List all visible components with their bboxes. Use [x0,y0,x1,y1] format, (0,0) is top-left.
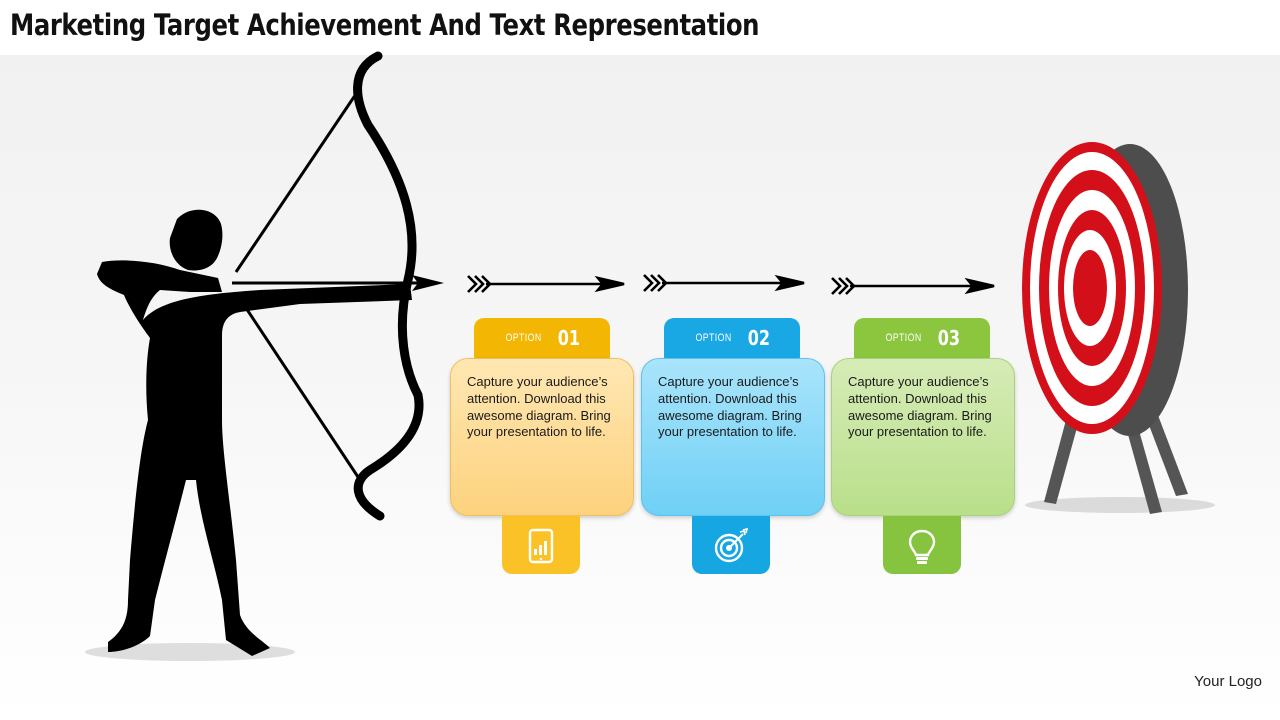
option-number: 02 [747,326,770,350]
bow-string-lower [242,304,362,481]
option-text-box-1: Capture your audience’s attention. Downl… [450,358,634,516]
lightbulb-icon [908,529,936,564]
target-shadow [1025,497,1215,513]
option-icon-tab-3 [883,516,961,574]
option-label: OPTION [886,332,923,344]
arrow-1 [467,275,625,293]
option-number: 01 [557,326,580,350]
arrow-head-main [412,275,444,291]
slide-title: Marketing Target Achievement And Text Re… [10,8,760,42]
option-label: OPTION [696,332,733,344]
target-stand [1044,410,1188,514]
phone-chart-icon [528,528,554,564]
option-text-box-3: Capture your audience’s attention. Downl… [831,358,1015,516]
option-icon-tab-2 [692,516,770,574]
option-text-box-2: Capture your audience’s attention. Downl… [641,358,825,516]
arrow-2 [643,274,805,292]
archer-silhouette [97,209,412,656]
target-board [1022,142,1188,436]
target-icon [714,527,749,563]
logo-placeholder: Your Logo [1194,673,1262,690]
option-number: 03 [937,326,960,350]
bow-limb [353,51,424,521]
option-label: OPTION [506,332,543,344]
option-icon-tab-1 [502,516,580,574]
arrow-3 [831,277,995,295]
bow-string-upper [234,87,362,273]
